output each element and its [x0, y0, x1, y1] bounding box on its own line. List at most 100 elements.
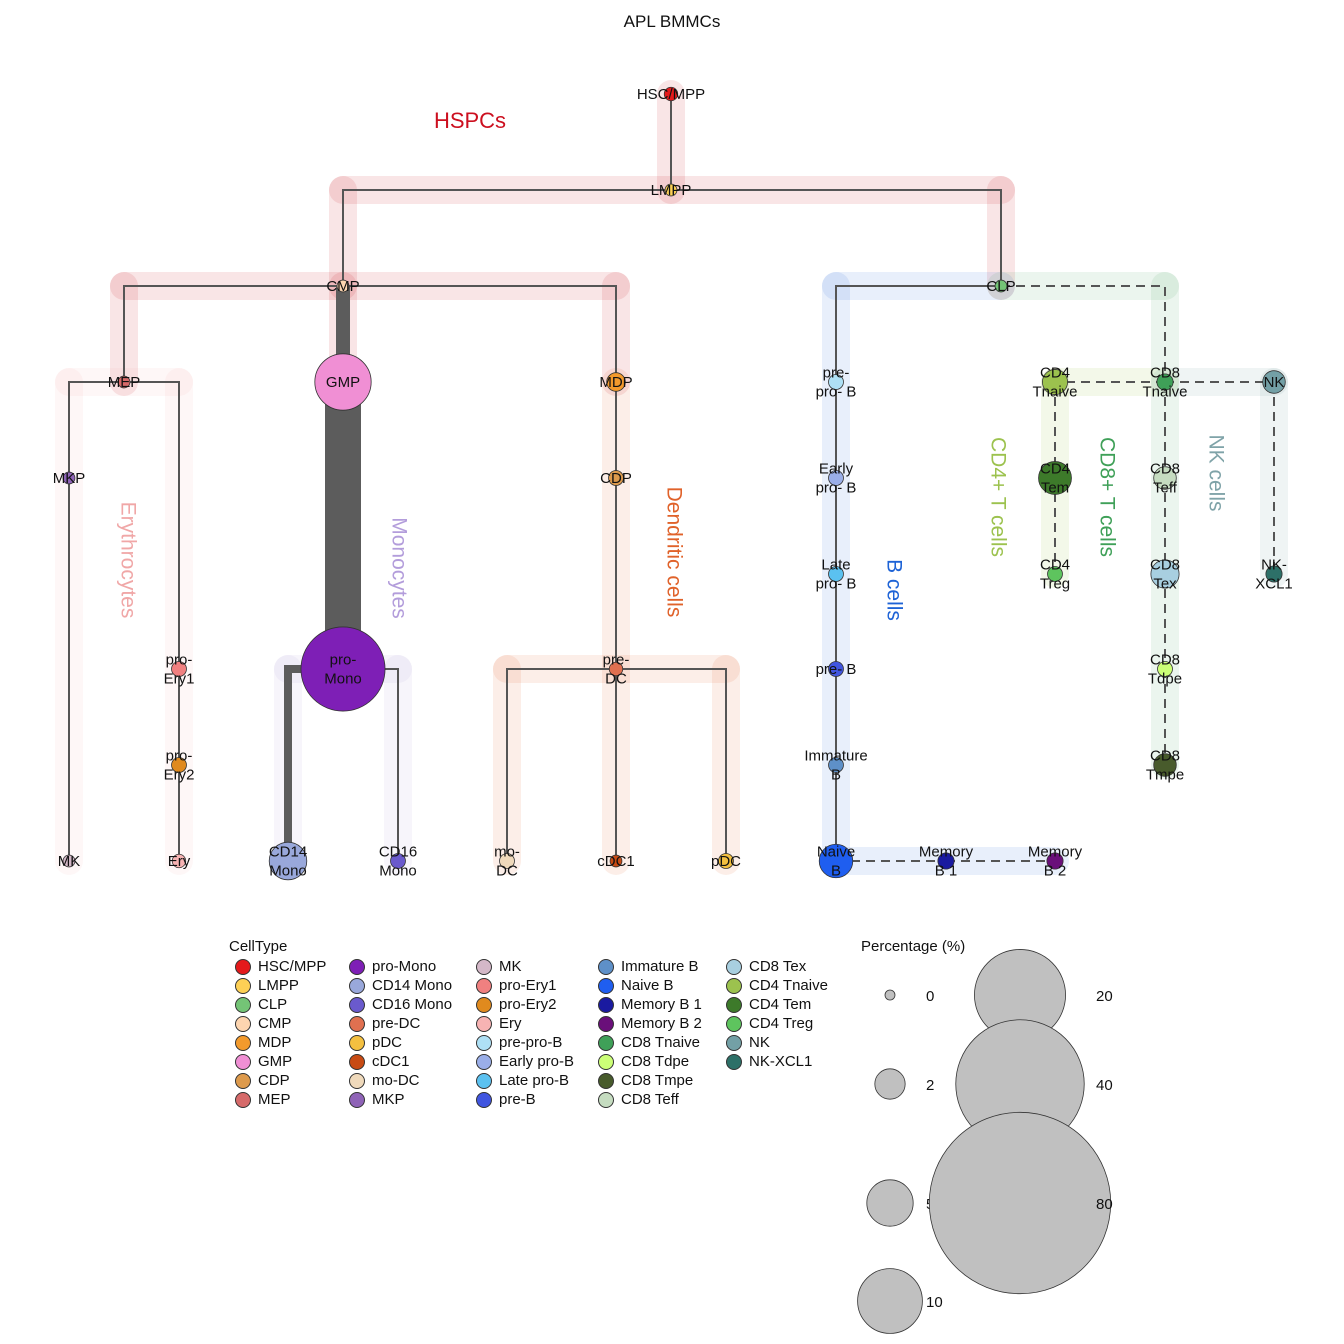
group-label-cd4: CD4+ T cells [986, 437, 1009, 557]
legend-label: MEP [258, 1091, 291, 1108]
legend-item: CD8 Tex [726, 957, 806, 976]
node-memb1 [937, 852, 955, 870]
size-legend-circle [857, 1268, 923, 1334]
node-label-cd8tex: CD8 [1150, 557, 1180, 574]
legend-swatch [349, 1053, 365, 1070]
node-label-nkxcl1: XCL1 [1255, 576, 1293, 593]
legend-item: pro-Mono [349, 957, 436, 976]
legend-item: CD4 Tnaive [726, 976, 828, 995]
legend-item: Early pro-B [476, 1052, 574, 1071]
size-legend-label: 2 [926, 1077, 934, 1094]
legend-swatch [476, 1015, 492, 1032]
legend-swatch [598, 1072, 614, 1089]
legend-label: LMPP [258, 977, 299, 994]
legend-swatch [598, 1034, 614, 1051]
node-label-preprob: pro- B [816, 384, 857, 401]
node-label-cd4tem: CD4 [1040, 461, 1070, 478]
legend-swatch [598, 1053, 614, 1070]
node-immb [828, 757, 844, 773]
legend-label: HSC/MPP [258, 958, 327, 975]
node-cd4tem [1038, 461, 1072, 495]
legend-item: CD16 Mono [349, 995, 452, 1014]
legend-label: CD4 Treg [749, 1015, 814, 1032]
node-label-cmp: CMP [326, 278, 359, 295]
node-mep [117, 375, 131, 389]
legend-swatch [235, 1015, 251, 1032]
legend-label: pDC [372, 1034, 403, 1051]
legend-item: MDP [235, 1033, 291, 1052]
legend-item: CLP [235, 995, 287, 1014]
node-label-mdp: MDP [599, 374, 632, 391]
node-label-memb1: B 1 [935, 863, 958, 880]
legend-label: cDC1 [372, 1053, 410, 1070]
node-label-immb: B [831, 767, 841, 784]
legend-label: CD8 Tdpe [621, 1053, 690, 1070]
legend-label: CD8 Tnaive [621, 1034, 700, 1051]
node-label-cd4tn: Tnaive [1032, 384, 1077, 401]
legend-label: Memory B 1 [621, 996, 702, 1013]
node-label-cd4tn: CD4 [1040, 365, 1070, 382]
lineage-edge [616, 668, 727, 861]
legend-item: CD4 Tem [726, 995, 811, 1014]
legend-label: pre-pro-B [499, 1034, 563, 1051]
node-preb [828, 661, 844, 677]
lineage-edge [68, 381, 124, 478]
size-legend-circle [874, 1068, 906, 1100]
node-cd16 [390, 853, 406, 869]
group-label-mono: Monocytes [387, 517, 410, 619]
node-label-proery2: pro- [166, 748, 193, 765]
node-lmpp [664, 183, 678, 197]
node-label-cdp: CDP [600, 470, 632, 487]
node-label-cd16: Mono [379, 863, 417, 880]
legend-swatch [235, 996, 251, 1013]
node-earlyprob [828, 470, 844, 486]
node-pdc [718, 853, 734, 869]
legend-label: CD16 Mono [372, 996, 453, 1013]
size-legend-circle [928, 1111, 1112, 1295]
node-label-pdc: pDC [711, 853, 741, 870]
node-naiveb [818, 843, 854, 879]
legend-item: pDC [349, 1033, 402, 1052]
legend-swatch [598, 1015, 614, 1032]
node-label-modc: DC [496, 863, 518, 880]
node-mkp [62, 471, 76, 485]
size-legend: 02510204080 [857, 949, 1113, 1334]
group-label-nk: NK cells [1204, 434, 1227, 511]
legend-item: Immature B [598, 957, 699, 976]
node-label-cd4treg: CD4 [1040, 557, 1070, 574]
node-label-preprob: pre- [823, 365, 850, 382]
legend-item: pro-Ery2 [476, 995, 557, 1014]
legend-item: LMPP [235, 976, 299, 995]
lineage-edge [343, 285, 617, 382]
legend-swatch [726, 1053, 742, 1070]
node-label-cd8tn: CD8 [1150, 365, 1180, 382]
node-label-mkp: MKP [53, 470, 86, 487]
node-memb2 [1046, 852, 1064, 870]
node-cd8tmpe [1153, 753, 1177, 777]
node-mk [62, 854, 76, 868]
node-label-cd14: CD14 [269, 844, 307, 861]
node-label-cd8tdpe: Tdpe [1148, 671, 1182, 688]
node-label-clp: CLP [986, 278, 1015, 295]
chart-title: APL BMMCs [624, 12, 721, 31]
node-label-ery: Ery [168, 853, 191, 870]
node-proery2 [171, 757, 187, 773]
legend-item: Memory B 1 [598, 995, 702, 1014]
legend-label: CD8 Teff [621, 1091, 679, 1108]
legend-label: pre-B [499, 1091, 536, 1108]
legend-label: CDP [258, 1072, 290, 1089]
legend-label: Ery [499, 1015, 522, 1032]
legend-label: pre-DC [372, 1015, 421, 1032]
legend-swatch [598, 996, 614, 1013]
legend-item: Naive B [598, 976, 674, 995]
legend-swatch [349, 996, 365, 1013]
legend-label: CLP [258, 996, 288, 1013]
group-label-dc: Dendritic cells [662, 487, 685, 618]
legend-label: mo-DC [372, 1072, 420, 1089]
legend-swatch [726, 958, 742, 975]
legend-label: Early pro-B [499, 1053, 575, 1070]
legend-swatch [476, 996, 492, 1013]
legend-swatch [476, 958, 492, 975]
size-legend-label: 80 [1096, 1196, 1113, 1213]
